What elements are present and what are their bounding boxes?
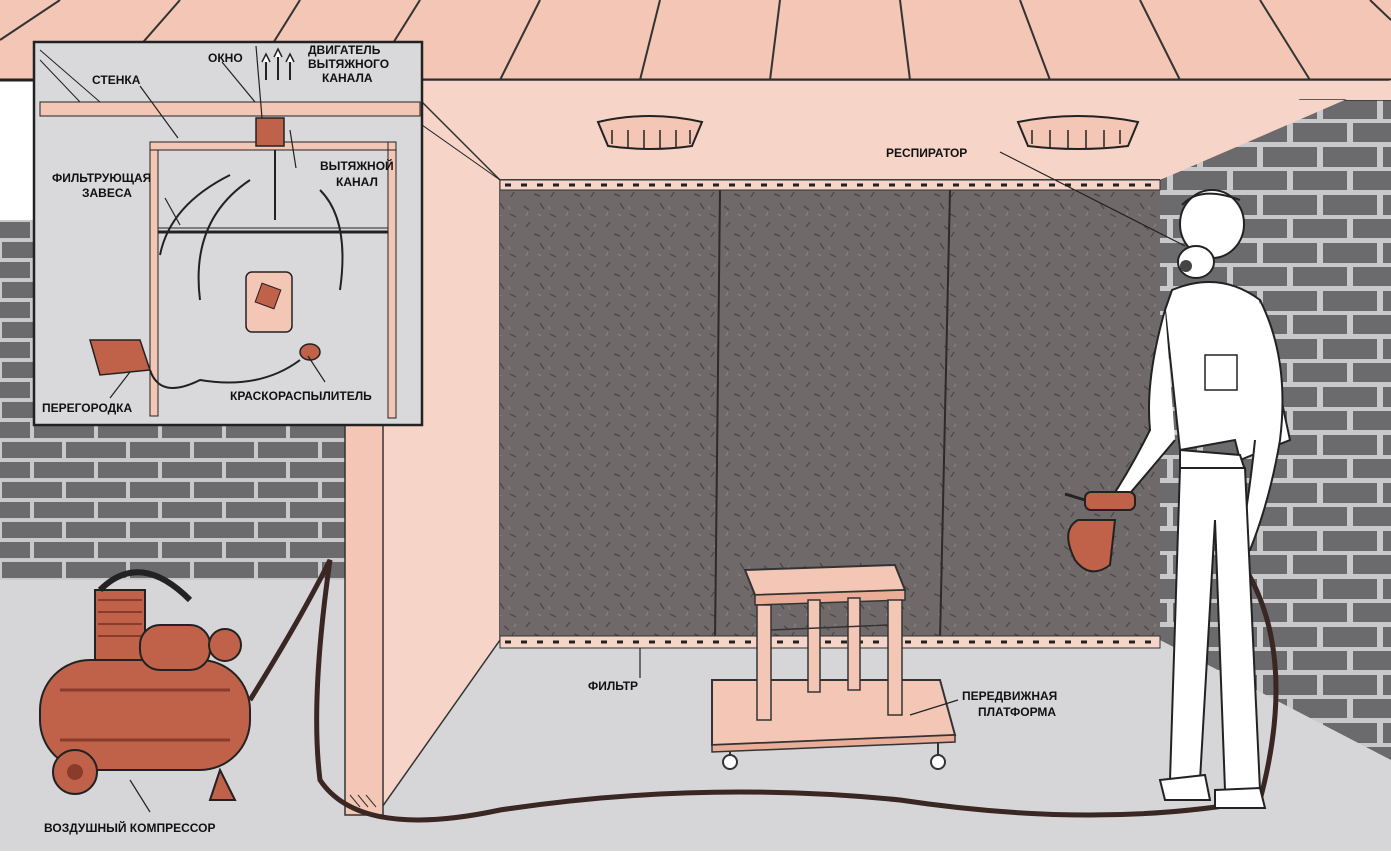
booth-post	[345, 400, 383, 815]
label-respirator: РЕСПИРАТОР	[886, 146, 967, 160]
label-exhaust-duct-line1: ВЫТЯЖНОЙ	[320, 158, 394, 173]
label-engine-line3: КАНАЛА	[322, 71, 373, 85]
label-air-compressor: ВОЗДУШНЫЙ КОМПРЕССОР	[44, 820, 215, 835]
label-okno: ОКНО	[208, 51, 243, 65]
label-filter: ФИЛЬТР	[588, 679, 638, 693]
label-partition: ПЕРЕГОРОДКА	[42, 401, 133, 415]
ceiling-lamp	[598, 116, 702, 149]
ceiling-lamp	[1018, 116, 1138, 149]
label-filter-curtain-line1: ФИЛЬТРУЮЩАЯ	[52, 171, 151, 185]
label-wall: СТЕНКА	[92, 73, 141, 87]
label-engine-line1: ДВИГАТЕЛЬ	[308, 43, 381, 57]
label-filter-curtain-line2: ЗАВЕСА	[82, 186, 132, 200]
label-mobile-platform-line2: ПЛАТФОРМА	[978, 705, 1056, 719]
label-engine-line2: ВЫТЯЖНОГО	[308, 57, 389, 71]
label-exhaust-duct-line2: КАНАЛ	[336, 175, 378, 189]
booth-plan-inset	[34, 42, 422, 425]
label-mobile-platform-line1: ПЕРЕДВИЖНАЯ	[962, 689, 1057, 703]
label-spray-gun: КРАСКОРАСПЫЛИТЕЛЬ	[230, 389, 372, 403]
